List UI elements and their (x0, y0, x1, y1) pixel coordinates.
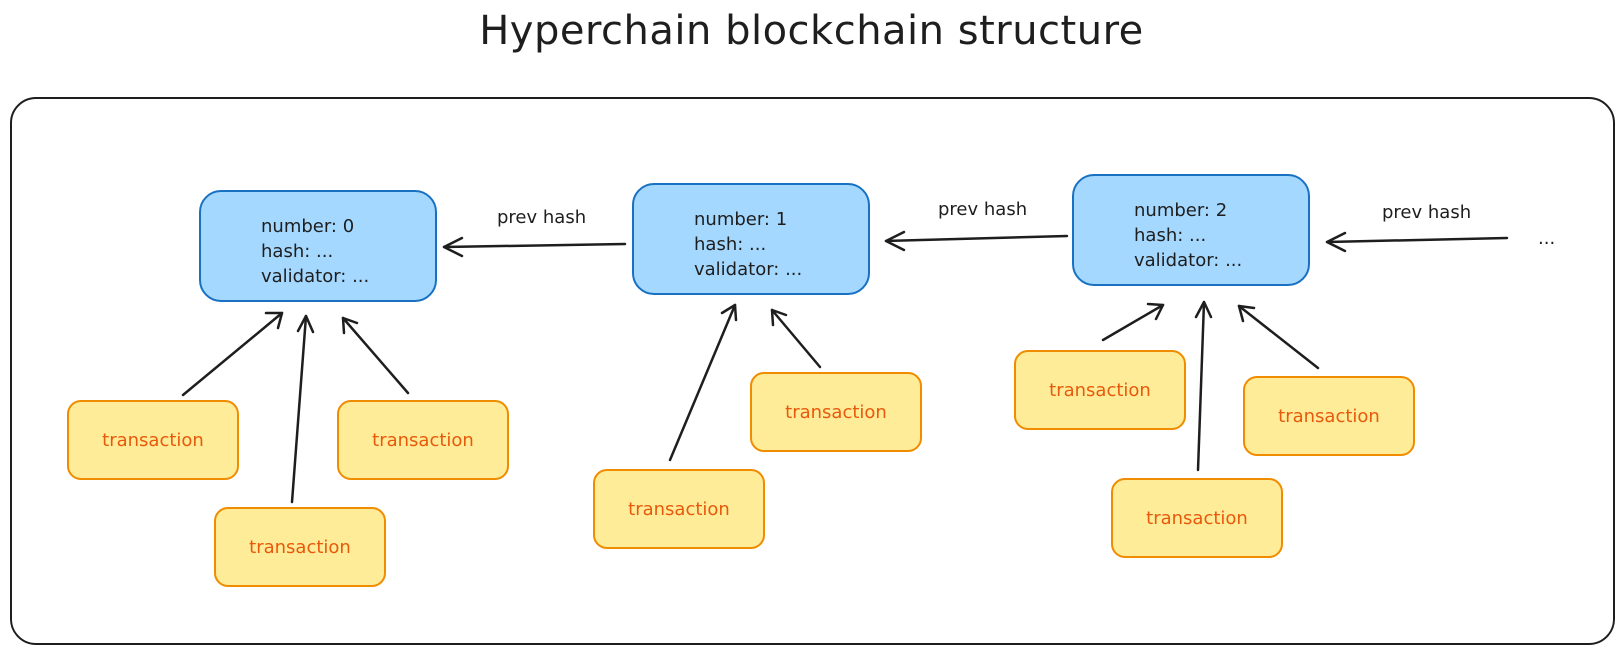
tx-arrow-b0-3 (341, 316, 410, 395)
transaction-b2-1: transaction (1014, 350, 1186, 430)
prev-hash-arrow-2-to-1 (884, 230, 1069, 252)
block-validator: validator: ... (1134, 250, 1243, 271)
prev-hash-arrow-1-to-0 (442, 236, 627, 258)
block-hash: hash: ... (261, 241, 334, 262)
transaction-b0-3: transaction (337, 400, 509, 480)
tx-arrow-b2-2 (1194, 300, 1213, 472)
tx-arrow-b2-3 (1237, 304, 1320, 370)
diagram-title: Hyperchain blockchain structure (479, 8, 1144, 54)
block-0: number: 0 hash: ... validator: ... (199, 190, 437, 302)
prev-hash-label-3: prev hash (1382, 202, 1472, 223)
block-2: number: 2 hash: ... validator: ... (1072, 174, 1310, 286)
tx-arrow-b1-2 (770, 308, 822, 369)
transaction-b1-2: transaction (750, 372, 922, 452)
block-number: number: 1 (694, 209, 788, 230)
transaction-b2-3: transaction (1243, 376, 1415, 456)
block-hash: hash: ... (1134, 225, 1207, 246)
continuation-ellipsis: ... (1538, 228, 1556, 249)
transaction-b0-1: transaction (67, 400, 239, 480)
chain-frame (10, 97, 1615, 645)
prev-hash-label-2: prev hash (938, 199, 1028, 220)
block-1: number: 1 hash: ... validator: ... (632, 183, 870, 295)
prev-hash-arrow-more-to-2 (1325, 231, 1509, 253)
block-hash: hash: ... (694, 234, 767, 255)
tx-arrow-b0-2 (290, 314, 315, 504)
tx-arrow-b1-1 (668, 303, 738, 462)
tx-arrow-b0-1 (181, 311, 284, 397)
transaction-b0-2: transaction (214, 507, 386, 587)
block-validator: validator: ... (694, 259, 803, 280)
transaction-b2-2: transaction (1111, 478, 1283, 558)
tx-arrow-b2-1 (1101, 302, 1165, 342)
block-validator: validator: ... (261, 266, 370, 287)
block-number: number: 2 (1134, 200, 1228, 221)
transaction-b1-1: transaction (593, 469, 765, 549)
block-number: number: 0 (261, 216, 355, 237)
prev-hash-label-1: prev hash (497, 207, 587, 228)
